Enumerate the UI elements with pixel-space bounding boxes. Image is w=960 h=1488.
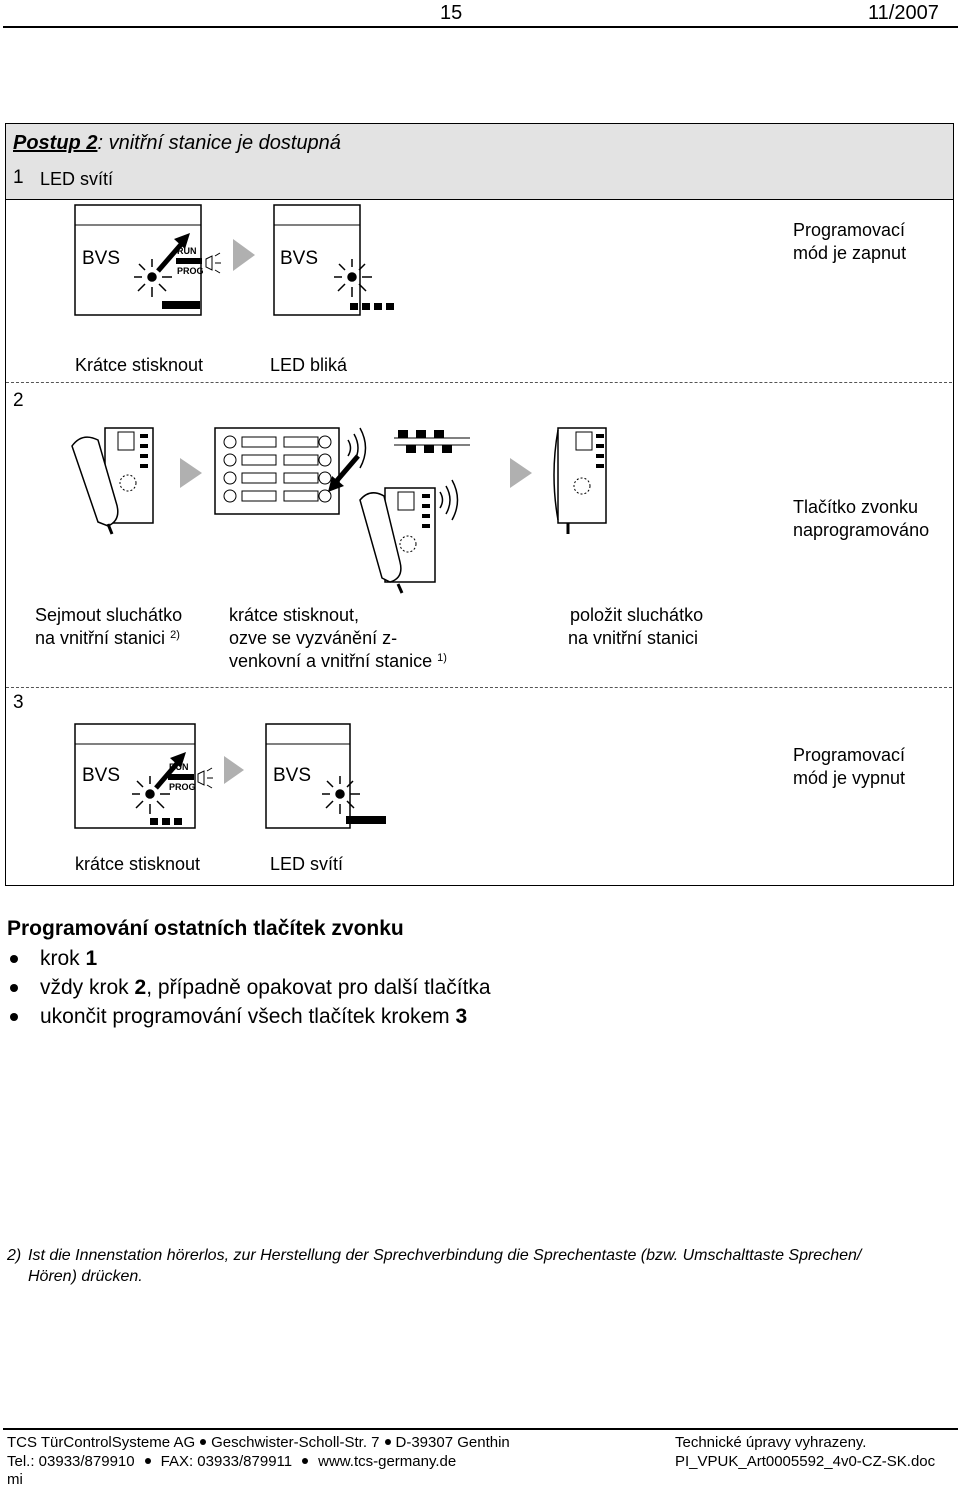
bvs-device-icon: BVS xyxy=(74,723,196,829)
switch-prog-label: PROG xyxy=(169,782,196,792)
step2-caption1-line1: Sejmout sluchátko xyxy=(35,605,183,625)
device-label: BVS xyxy=(280,248,318,269)
footer-document-id: PI_VPUK_Art0005592_4v0-CZ-SK.doc xyxy=(675,1453,936,1470)
website-link[interactable]: www.tcs-germany.de xyxy=(318,1453,457,1470)
step2-caption3-line1: položit sluchátko xyxy=(570,605,704,625)
footer-notice: Technické úpravy vyhrazeny. xyxy=(675,1434,867,1451)
footnote-line2: Hören) drücken. xyxy=(28,1268,143,1285)
step1-caption-press: Krátce stisknout xyxy=(75,355,204,375)
footnote-line1: Ist die Innenstation hörerlos, zur Herst… xyxy=(28,1247,862,1264)
procedure-title: Postup 2: vnitřní stanice je dostupná xyxy=(13,131,341,155)
bullet-icon xyxy=(10,955,18,963)
step1-led-status: LED svítí xyxy=(40,169,114,189)
bullet-icon xyxy=(10,1013,18,1021)
run-prog-switch-icon: RUN PROG xyxy=(168,762,213,792)
step1-result-line1: Programovací xyxy=(793,220,906,240)
handset-icon xyxy=(71,436,119,535)
footer-initials: mi xyxy=(7,1471,23,1488)
footer-divider xyxy=(3,1428,958,1430)
device-label: BVS xyxy=(82,765,120,786)
step3-caption-press: krátce stisknout xyxy=(75,854,201,874)
led-steady-indicator xyxy=(162,301,200,309)
bvs-device-icon: BVS xyxy=(273,204,361,316)
step1-illustration: BVS RUN PROG BVS xyxy=(74,204,394,316)
step2-caption3-line2: na vnitřní stanici xyxy=(568,628,699,648)
next-step-arrow-icon xyxy=(224,756,244,784)
step1-number: 1 xyxy=(13,167,24,188)
list-item: krok 1 xyxy=(8,944,491,973)
led-flash-icon xyxy=(334,259,372,297)
indoor-station-icon xyxy=(553,427,607,534)
separator-dot-icon xyxy=(144,1458,151,1464)
bvs-device-icon: BVS xyxy=(265,723,351,829)
step2-number: 2 xyxy=(13,390,24,411)
led-blink-indicator xyxy=(394,430,470,453)
led-steady-indicator xyxy=(346,816,386,824)
device-label: BVS xyxy=(273,765,311,786)
step1-caption-led: LED bliká xyxy=(270,355,348,375)
door-panel-icon xyxy=(214,427,340,515)
led-blink-indicator xyxy=(150,818,182,825)
procedure-header xyxy=(5,123,954,200)
bullet-icon xyxy=(10,984,18,992)
step2-result-line1: Tlačítko zvonku xyxy=(793,497,919,517)
step3-caption-led: LED svítí xyxy=(270,854,344,874)
press-arrow-icon xyxy=(156,233,190,273)
ring-sound-icon xyxy=(439,479,459,521)
step1-result-line2: mód je zapnut xyxy=(793,243,907,263)
separator-dot-icon xyxy=(302,1458,309,1464)
led-blink-indicator xyxy=(350,303,394,310)
next-step-arrow-icon xyxy=(510,458,532,488)
instruction-list: krok 1 vždy krok 2, případně opakovat pr… xyxy=(8,944,491,1031)
section-heading: Programování ostatních tlačítek zvonku xyxy=(7,917,404,940)
run-prog-switch-icon: RUN PROG xyxy=(176,246,221,276)
switch-prog-label: PROG xyxy=(177,266,204,276)
step-divider xyxy=(6,687,952,688)
procedure-title-colon: : vnitřní stanice je dostupná xyxy=(97,132,341,154)
page-number: 15 xyxy=(440,2,463,24)
next-step-arrow-icon xyxy=(233,239,255,271)
procedure-title-number: Postup 2 xyxy=(13,132,98,154)
ring-sound-icon xyxy=(347,427,367,469)
step3-illustration: BVS RUN PROG BVS xyxy=(74,723,386,829)
step3-number: 3 xyxy=(13,692,24,713)
led-flash-icon xyxy=(322,776,360,814)
step-divider xyxy=(6,382,952,383)
handset-icon xyxy=(359,492,404,594)
switch-run-label: RUN xyxy=(177,246,197,256)
step2-illustration xyxy=(71,427,607,594)
list-item: vždy krok 2, případně opakovat pro další… xyxy=(8,973,491,1002)
step2-caption1-line2: na vnitřní stanici 2) xyxy=(35,628,180,648)
footnote-ref-2: 2) xyxy=(170,629,180,641)
step2-caption2-line2: ozve se vyzvánění z- xyxy=(229,628,398,648)
switch-run-label: RUN xyxy=(169,762,189,772)
step2-caption2-line3: venkovní a vnitřní stanice 1) xyxy=(229,651,447,671)
footnote-marker: 2) xyxy=(7,1247,22,1264)
document-date: 11/2007 xyxy=(868,2,939,24)
step3-result-line2: mód je vypnut xyxy=(793,768,906,788)
step3-result-line1: Programovací xyxy=(793,745,906,765)
step2-result-line2: naprogramováno xyxy=(793,520,930,540)
separator-dot-icon xyxy=(384,1439,391,1445)
separator-dot-icon xyxy=(200,1439,207,1445)
device-label: BVS xyxy=(82,248,120,269)
next-step-arrow-icon xyxy=(180,458,202,488)
footnote-ref-1: 1) xyxy=(437,652,447,664)
list-item: ukončit programování všech tlačítek krok… xyxy=(8,1002,491,1031)
header-divider xyxy=(3,26,958,28)
step2-caption2-line1: krátce stisknout, xyxy=(229,605,360,625)
